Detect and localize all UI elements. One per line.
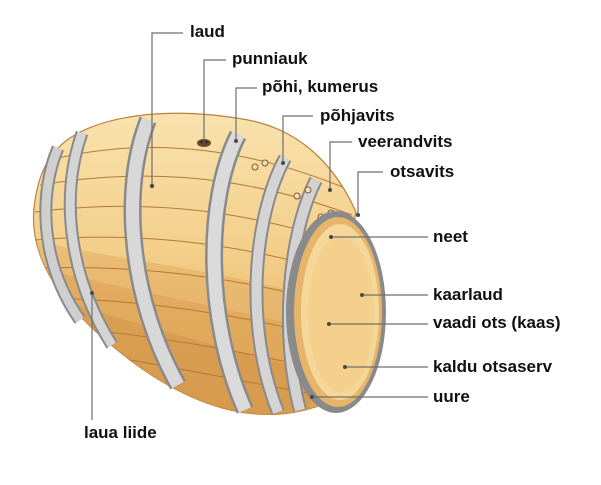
barrel-head	[286, 211, 386, 413]
label-pohjavits: põhjavits	[320, 106, 395, 125]
label-uure: uure	[433, 387, 470, 406]
label-veerandvits: veerandvits	[358, 132, 453, 151]
label-vaadi-ots: vaadi ots (kaas)	[433, 313, 561, 332]
hoops	[39, 116, 323, 415]
leader-lines	[91, 32, 428, 420]
label-kaarlaud: kaarlaud	[433, 285, 503, 304]
label-laua-liide: laua liide	[84, 423, 157, 442]
label-punniauk: punniauk	[232, 49, 308, 68]
leader-dots	[90, 139, 364, 399]
label-laud: laud	[190, 22, 225, 41]
label-neet: neet	[433, 227, 468, 246]
label-pohi-kumerus: põhi, kumerus	[262, 77, 379, 96]
label-kaldu-otsaserv: kaldu otsaserv	[433, 357, 553, 376]
label-otsavits: otsavits	[390, 162, 455, 181]
